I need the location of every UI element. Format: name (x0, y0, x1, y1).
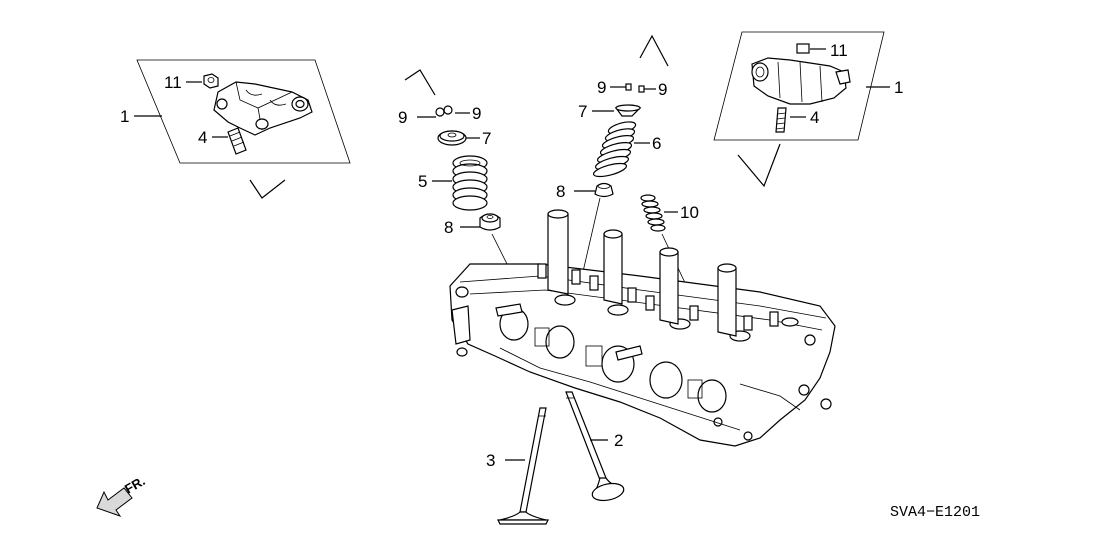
right-valve-stem-seal-8 (594, 182, 614, 198)
callout-4-right: 4 (810, 108, 819, 127)
cylinder-head-studs (537, 263, 779, 331)
right-stack-pointer (639, 34, 669, 67)
callout-1-left: 1 (120, 107, 129, 126)
cylinder-head-body (449, 263, 836, 447)
right-spring-retainer-7 (614, 104, 642, 117)
callout-8-a: 8 (444, 218, 453, 237)
callout-9-c: 9 (597, 78, 606, 97)
exhaust-valve-2 (565, 391, 625, 502)
left-valve-spring-stack (404, 69, 521, 291)
callout-7-b: 7 (578, 102, 587, 121)
callout-2: 2 (614, 431, 623, 450)
right-valve-keepers (625, 83, 645, 93)
callout-1-right: 1 (894, 78, 903, 97)
diagram-part-code: SVA4−E1201 (890, 504, 980, 521)
left-nut-11 (203, 73, 219, 89)
callout-10: 10 (680, 203, 699, 222)
callout-11-left: 11 (164, 73, 182, 92)
cylinder-head-valve-guides (547, 209, 737, 337)
front-arrow-icon (96, 487, 133, 517)
right-cap-11 (796, 43, 810, 54)
callout-9-b: 9 (472, 104, 481, 123)
side-stud-mid (615, 345, 643, 361)
callout-11-right: 11 (830, 41, 848, 60)
callout-8-b: 8 (556, 182, 565, 201)
cylinder-head (449, 209, 836, 447)
left-group-frame (136, 59, 351, 164)
right-group-frame (713, 31, 885, 141)
callout-3: 3 (486, 451, 495, 470)
right-rocker-arm-group (713, 31, 890, 188)
callout-9-a: 9 (398, 108, 407, 127)
callout-5: 5 (418, 172, 427, 191)
camshaft-journals (554, 294, 799, 342)
callout-7-a: 7 (482, 129, 491, 148)
side-stud-left (495, 303, 523, 317)
left-group-pointer (249, 179, 286, 199)
left-valve-spring-5 (452, 155, 488, 211)
cylinder-head-bolt-holes (713, 334, 832, 441)
right-adjusting-screw-4 (775, 107, 787, 133)
right-valve-spring-6 (592, 121, 637, 178)
intake-valve-3 (497, 407, 549, 525)
right-rocker-arm (751, 57, 851, 105)
left-rocker-arm (213, 81, 313, 136)
callout-4-left: 4 (198, 128, 207, 147)
right-valve-spring-stack (574, 34, 711, 337)
left-spring-retainer-7 (437, 130, 467, 146)
front-direction-marker: FR. (96, 473, 148, 517)
callout-6: 6 (652, 134, 661, 153)
left-adjusting-screw-4 (227, 127, 247, 155)
left-valve-keepers (435, 105, 453, 117)
left-valve-stem-seal-8 (479, 213, 501, 231)
right-group-pointer (737, 143, 781, 188)
left-stack-pointer (404, 69, 436, 96)
valve-guide-spring-10 (640, 194, 666, 232)
left-rocker-arm-group (134, 59, 351, 199)
callout-9-d: 9 (658, 80, 667, 99)
